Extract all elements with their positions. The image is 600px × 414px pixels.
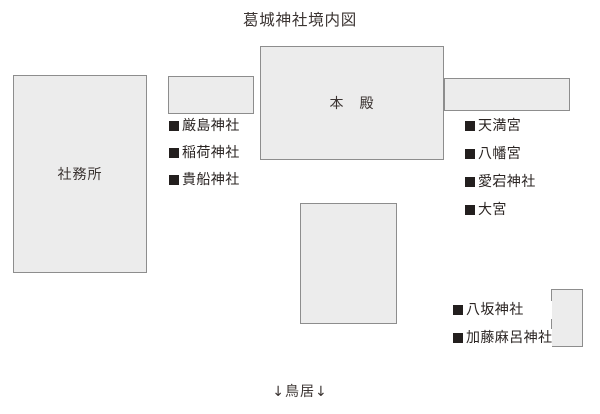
filled-square-marker-icon: [169, 175, 179, 185]
filled-square-marker-icon: [453, 333, 463, 343]
legend-item-label: 厳島神社: [182, 118, 240, 134]
filled-square-marker-icon: [465, 121, 475, 131]
page-title: 葛城神社境内図: [242, 11, 358, 29]
filled-square-marker-icon: [169, 148, 179, 158]
legend-bottom-right: 八坂神社 加藤麻呂神社: [453, 301, 553, 347]
legend-middle: 厳島神社 稲荷神社 貴船神社: [169, 119, 240, 187]
building-shamusho-label: 社務所: [57, 167, 103, 183]
filled-square-marker-icon: [169, 121, 179, 131]
legend-item-label: 天満宮: [478, 118, 522, 134]
legend-item-label: 貴船神社: [182, 172, 240, 188]
torii-entrance-label: ↓鳥居↓: [272, 384, 328, 400]
legend-item-omiya[interactable]: 大宮: [465, 203, 536, 217]
building-honden-label: 本 殿: [329, 96, 375, 112]
legend-item-hachimangu[interactable]: 八幡宮: [465, 147, 536, 161]
legend-item-katomaro[interactable]: 加藤麻呂神社: [453, 329, 553, 347]
building-mid-upper: [168, 76, 254, 114]
filled-square-marker-icon: [465, 205, 475, 215]
legend-item-kifune[interactable]: 貴船神社: [169, 173, 240, 187]
legend-item-yasaka[interactable]: 八坂神社: [453, 301, 553, 319]
legend-item-label: 大宮: [478, 202, 507, 218]
legend-item-label: 加藤麻呂神社: [466, 330, 553, 346]
building-shamusho: 社務所: [13, 75, 147, 273]
legend-item-atago[interactable]: 愛宕神社: [465, 175, 536, 189]
legend-item-inari[interactable]: 稲荷神社: [169, 146, 240, 160]
legend-right: 天満宮 八幡宮 愛宕神社 大宮: [465, 119, 536, 217]
filled-square-marker-icon: [465, 149, 475, 159]
filled-square-marker-icon: [453, 305, 463, 315]
building-right-lower: [551, 289, 583, 347]
filled-square-marker-icon: [465, 177, 475, 187]
building-honden: 本 殿: [260, 46, 444, 160]
building-mid-lower: [300, 203, 397, 324]
legend-item-tenmangu[interactable]: 天満宮: [465, 119, 536, 133]
legend-item-label: 稲荷神社: [182, 145, 240, 161]
legend-item-label: 八坂神社: [466, 302, 524, 318]
legend-item-itsukushima[interactable]: 厳島神社: [169, 119, 240, 133]
building-right-upper: [444, 78, 570, 111]
legend-item-label: 愛宕神社: [478, 174, 536, 190]
legend-item-label: 八幡宮: [478, 146, 522, 162]
